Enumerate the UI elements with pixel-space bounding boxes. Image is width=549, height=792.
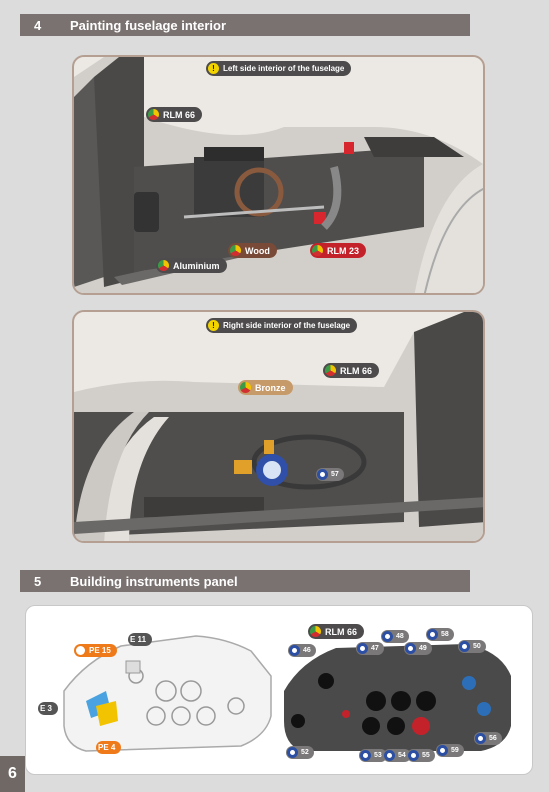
- part-number: 48: [396, 633, 404, 640]
- part-marker-icon: [382, 631, 393, 642]
- part-marker-icon: [360, 750, 371, 761]
- part-label: E 3: [40, 704, 53, 713]
- paint-palette-icon: [240, 382, 251, 393]
- part-marker-icon: [408, 750, 419, 761]
- part-marker-icon: [405, 643, 416, 654]
- part-number: 52: [301, 749, 309, 756]
- pe15-label: PE 15: [74, 644, 117, 657]
- step-number: 4: [34, 17, 42, 33]
- callout-label: RLM 66: [340, 365, 373, 376]
- part-55: 55: [407, 749, 435, 762]
- left-side-note: ! Left side interior of the fuselage: [206, 61, 352, 76]
- bronze-callout: Bronze: [238, 380, 293, 395]
- part-number: 54: [398, 752, 406, 759]
- paint-palette-icon: [158, 260, 169, 271]
- paint-palette-icon: [148, 109, 159, 120]
- paint-palette-icon: [325, 365, 336, 376]
- paint-palette-icon: [312, 245, 323, 256]
- part-46: 46: [288, 644, 316, 657]
- part-marker-icon: [459, 641, 470, 652]
- wood-callout: Wood: [228, 243, 277, 258]
- note-text: Right side interior of the fuselage: [223, 321, 351, 330]
- right-interior-illustration: [74, 312, 483, 541]
- page-number: 6: [0, 756, 25, 792]
- rlm66-callout: RLM 66: [146, 107, 203, 122]
- part-marker-icon: [437, 745, 448, 756]
- exclamation-icon: !: [208, 320, 219, 331]
- callout-label: Aluminium: [173, 260, 220, 271]
- e3-label: E 3: [38, 702, 59, 715]
- part-50: 50: [458, 640, 486, 653]
- e11-label: E 11: [128, 633, 153, 646]
- exclamation-icon: !: [208, 63, 219, 74]
- part-53: 53: [359, 749, 387, 762]
- paint-palette-icon: [310, 626, 321, 637]
- part-label: E 11: [130, 635, 147, 644]
- part-59: 59: [436, 744, 464, 757]
- instrument-panel-illustration: [63, 635, 511, 752]
- callout-label: RLM 23: [327, 245, 360, 256]
- part-number: 59: [451, 747, 459, 754]
- part-marker-icon: [317, 469, 328, 480]
- callout-label: RLM 66: [163, 109, 196, 120]
- part-label: PE 15: [89, 646, 111, 655]
- rlm66-callout-right: RLM 66: [323, 363, 380, 378]
- part-number: 56: [489, 735, 497, 742]
- part-number: 55: [422, 752, 430, 759]
- right-interior-panel: ! Right side interior of the fuselage RL…: [72, 310, 485, 543]
- part-48: 48: [381, 630, 409, 643]
- part-number: 50: [473, 643, 481, 650]
- part-49: 49: [404, 642, 432, 655]
- part-marker-icon: [475, 733, 486, 744]
- part-marker-icon: [357, 643, 368, 654]
- part-number: 57: [331, 471, 339, 478]
- step-number: 5: [34, 573, 42, 589]
- part-52: 52: [286, 746, 314, 759]
- note-text: Left side interior of the fuselage: [223, 64, 345, 73]
- part-marker-icon: [427, 629, 438, 640]
- part-number: 47: [371, 645, 379, 652]
- part-number: 58: [441, 631, 449, 638]
- part-47: 47: [356, 642, 384, 655]
- photo-etch-icon: [76, 646, 85, 655]
- part-number: 53: [374, 752, 382, 759]
- part-marker-icon: [289, 645, 300, 656]
- left-interior-illustration: [74, 57, 483, 293]
- part-56: 56: [474, 732, 502, 745]
- left-interior-panel: ! Left side interior of the fuselage RLM…: [72, 55, 485, 295]
- right-side-note: ! Right side interior of the fuselage: [206, 318, 358, 333]
- instrument-panel-box: PE 15 E 11 E 3 PE 4 RLM 66 46 47 48 49 5…: [25, 605, 533, 775]
- step-4-header: 4 Painting fuselage interior: [20, 14, 470, 36]
- aluminium-callout: Aluminium: [156, 258, 227, 273]
- pe4-label: PE 4: [96, 741, 122, 754]
- callout-label: Wood: [245, 245, 270, 256]
- part-number: 49: [419, 645, 427, 652]
- paint-palette-icon: [230, 245, 241, 256]
- step-5-header: 5 Building instruments panel: [20, 570, 470, 592]
- rlm66-panel-callout: RLM 66: [308, 624, 365, 639]
- callout-label: RLM 66: [325, 626, 358, 637]
- part-marker-icon: [384, 750, 395, 761]
- callout-label: Bronze: [255, 382, 286, 393]
- part-marker-icon: [287, 747, 298, 758]
- part-58: 58: [426, 628, 454, 641]
- part-label: PE 4: [98, 743, 116, 752]
- rlm23-callout: RLM 23: [310, 243, 367, 258]
- part-57-callout: 57: [316, 468, 344, 481]
- step-title: Painting fuselage interior: [70, 17, 227, 33]
- step-title: Building instruments panel: [70, 573, 238, 589]
- part-54: 54: [383, 749, 411, 762]
- part-number: 46: [303, 647, 311, 654]
